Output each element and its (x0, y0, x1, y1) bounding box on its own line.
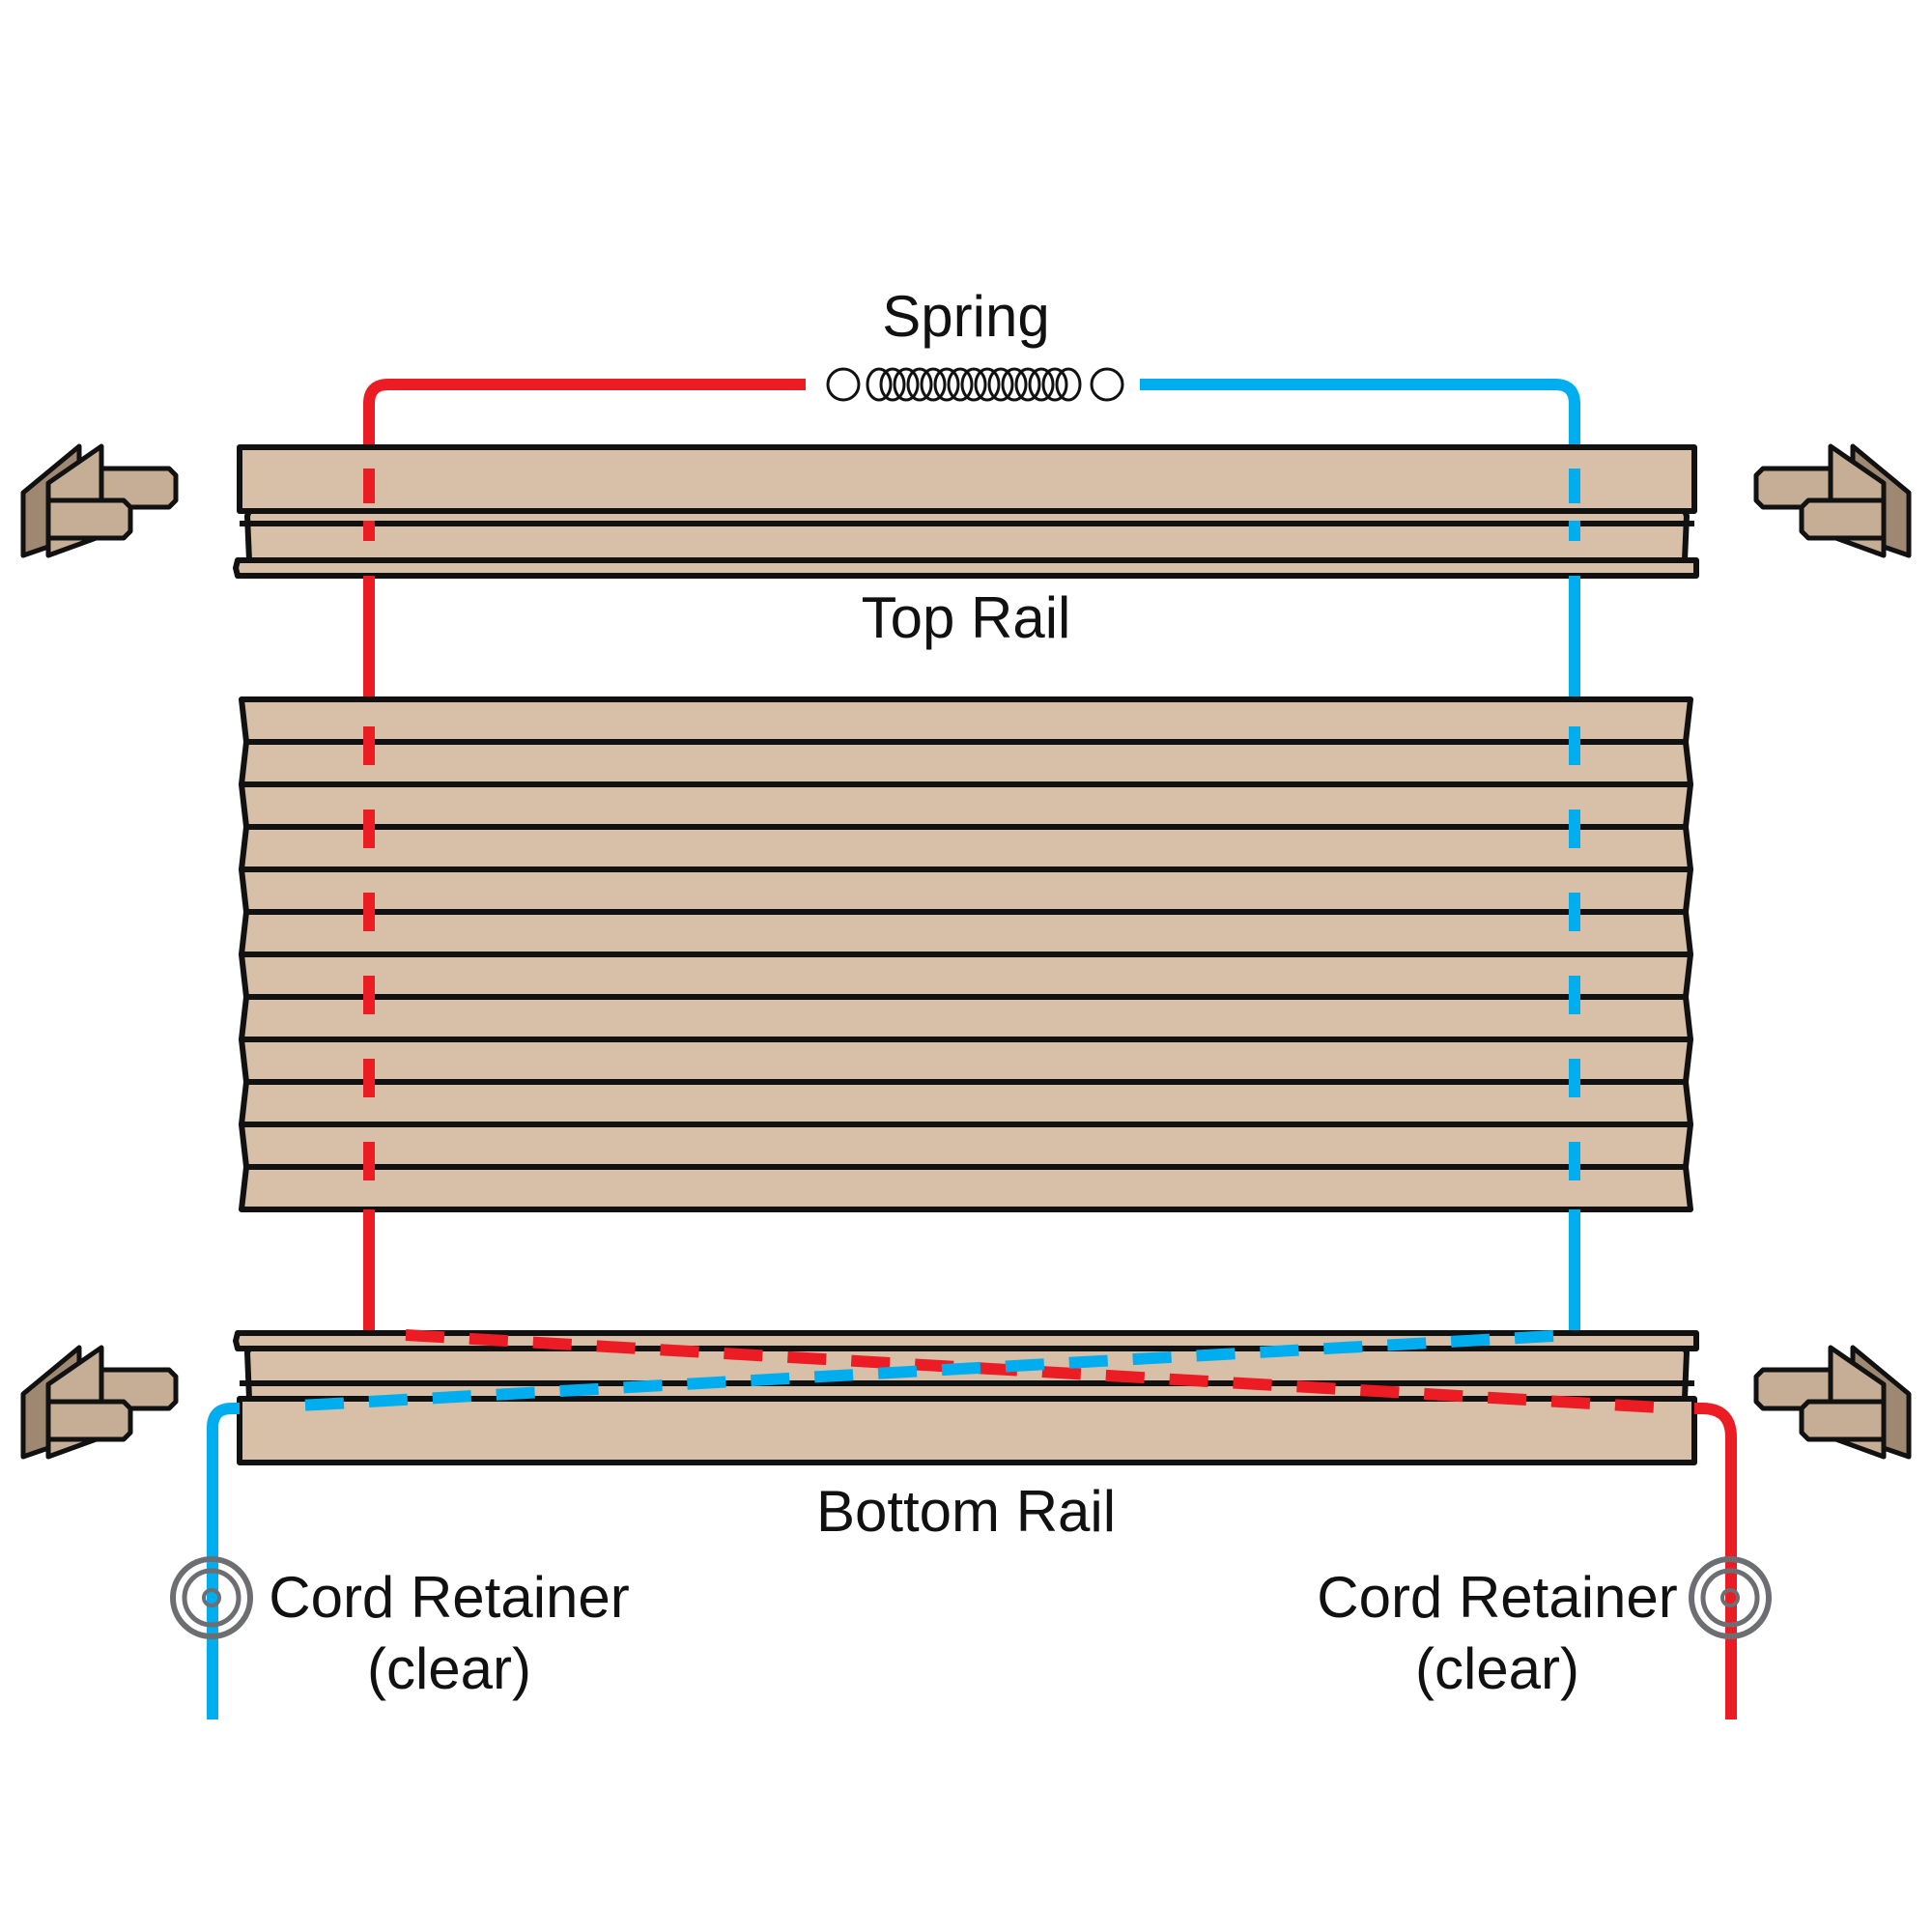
bottom-rail (233, 1330, 1699, 1465)
cord-retainer-left-line2: (clear) (366, 1636, 532, 1701)
cord-retainer-left-icon (170, 1556, 253, 1639)
cord-retainer-left-line1: Cord Retainer (269, 1565, 630, 1630)
cord-retainer-left-label: Cord Retainer (clear) (269, 1562, 630, 1705)
cord-retainer-right-label: Cord Retainer (clear) (1317, 1562, 1678, 1705)
cord-retainer-right-icon (1689, 1556, 1772, 1639)
cord-retainer-right-line1: Cord Retainer (1317, 1565, 1678, 1630)
bracket-bottom-right (1753, 1345, 1912, 1460)
spring-label: Spring (882, 284, 1050, 349)
cord-retainer-right-line2: (clear) (1414, 1636, 1580, 1701)
red-cord-in-bottom-rail (405, 1329, 1661, 1413)
bracket-bottom-left (20, 1345, 179, 1460)
spring-icon (826, 367, 1124, 402)
top-rail (233, 444, 1699, 579)
red-cord-top (363, 379, 806, 444)
bracket-top-left (20, 443, 179, 558)
pleated-fabric (239, 696, 1693, 1212)
blue-cord-in-bottom-rail (298, 1330, 1554, 1411)
red-cord-exit (1694, 1403, 1737, 1719)
bottom-rail-label: Bottom Rail (815, 1479, 1117, 1544)
bracket-top-right (1753, 443, 1912, 558)
top-rail-label: Top Rail (861, 585, 1071, 650)
blue-cord-top (1140, 379, 1580, 444)
blue-cord-exit (207, 1403, 240, 1719)
